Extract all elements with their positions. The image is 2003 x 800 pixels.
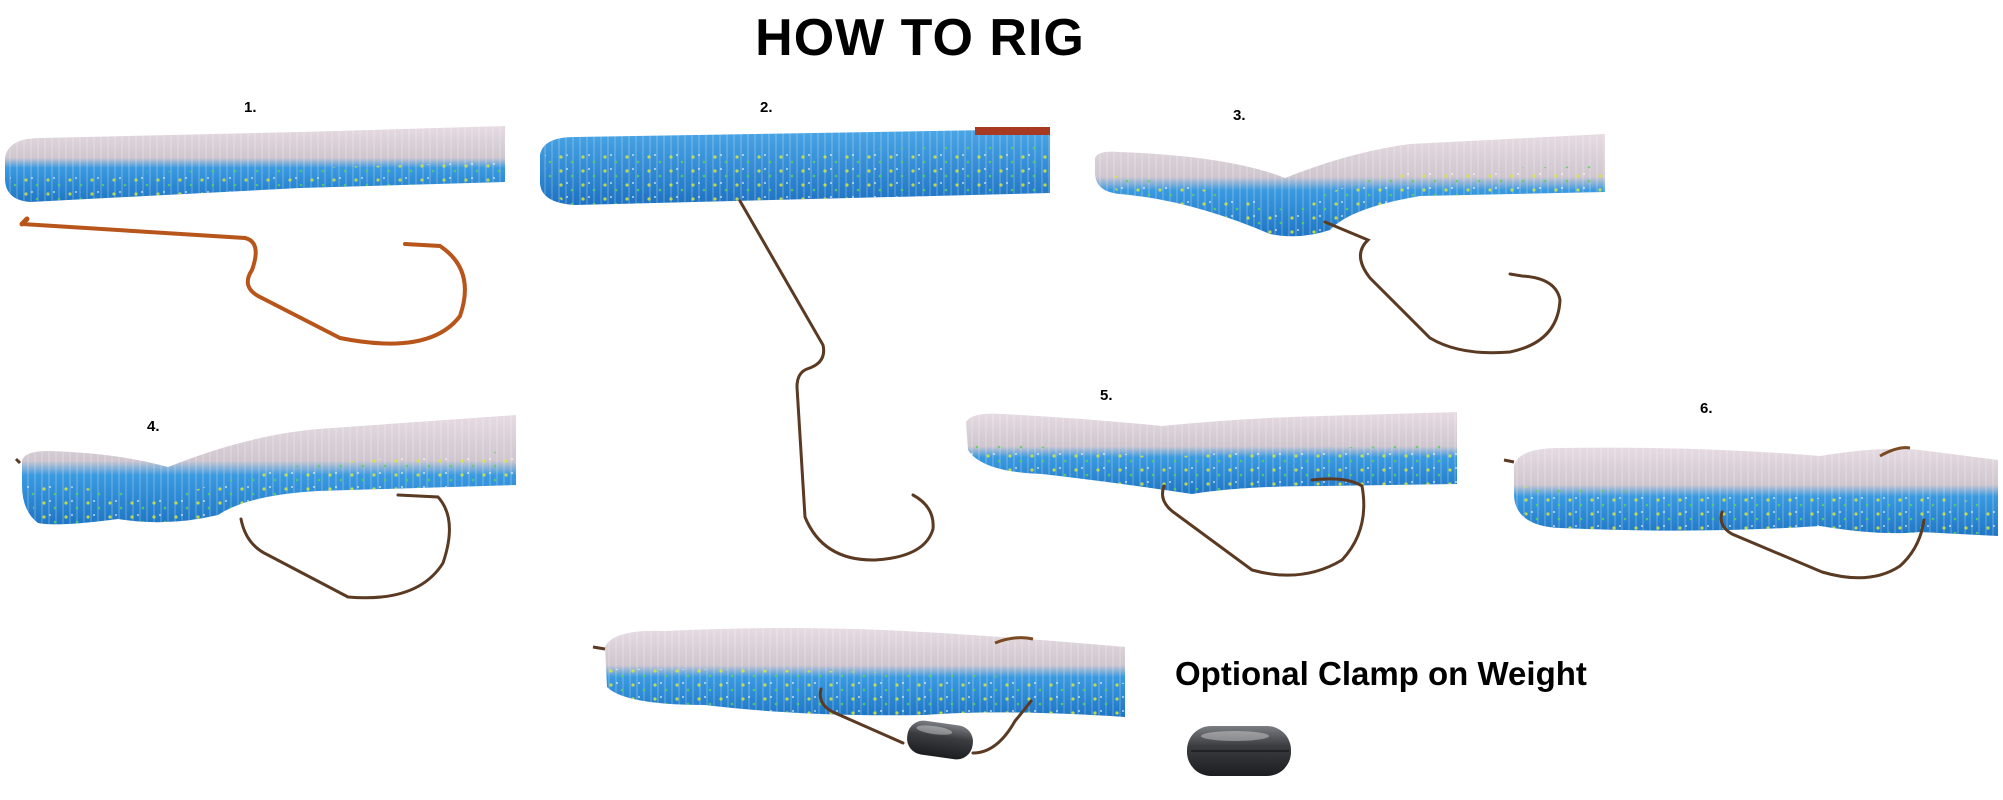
step-2-illustration <box>535 125 1055 570</box>
step-3-label: 3. <box>1233 107 1246 124</box>
step-5-illustration <box>962 410 1462 585</box>
hook <box>1161 477 1366 577</box>
worm-body <box>1503 446 1998 536</box>
step-2-label: 2. <box>760 99 773 116</box>
step-6-illustration <box>1500 440 2000 590</box>
hook <box>1323 220 1562 355</box>
worm-body <box>966 412 1457 494</box>
step-3-illustration <box>1090 130 1610 360</box>
page-title: HOW TO RIG <box>755 9 1085 67</box>
hook <box>239 493 451 600</box>
worm-body <box>5 126 505 202</box>
step-6-label: 6. <box>1700 400 1713 417</box>
step-4-illustration <box>14 415 518 605</box>
hook <box>738 199 935 562</box>
hook <box>1719 510 1926 580</box>
step-4-label: 4. <box>147 418 160 435</box>
weight-icon <box>1187 726 1291 776</box>
step-1-illustration <box>0 120 510 360</box>
clamp-weight-illustration <box>1185 722 1295 780</box>
worm-body <box>592 628 1125 717</box>
worm-body <box>14 415 516 525</box>
step-1-label: 1. <box>244 99 257 116</box>
step-5-label: 5. <box>1100 387 1113 404</box>
weight-caption: Optional Clamp on Weight <box>1175 655 1587 692</box>
clamp-weight-on-hook <box>907 720 973 760</box>
rigged-worm-with-weight <box>585 625 1125 775</box>
hook <box>818 687 1033 755</box>
worm-body <box>540 127 1050 205</box>
hook <box>19 216 467 346</box>
worm-body <box>1095 134 1605 237</box>
